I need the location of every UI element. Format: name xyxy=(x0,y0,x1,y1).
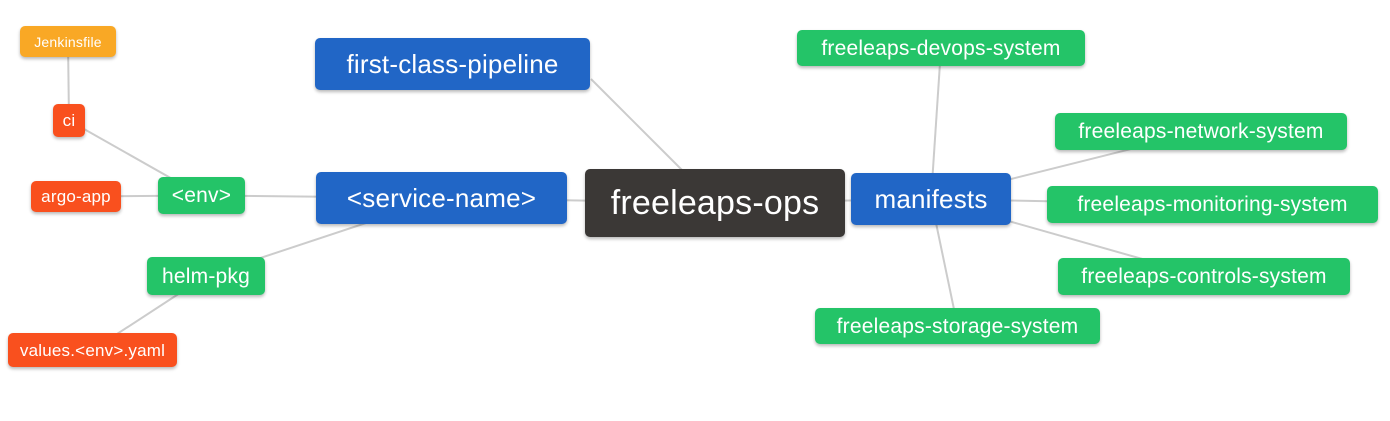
node-argo-app[interactable]: argo-app xyxy=(31,181,121,212)
node-controls-system[interactable]: freeleaps-controls-system xyxy=(1058,258,1350,295)
node-service-name[interactable]: <service-name> xyxy=(316,172,567,224)
node-jenkinsfile[interactable]: Jenkinsfile xyxy=(20,26,116,57)
node-env[interactable]: <env> xyxy=(158,177,245,214)
node-freeleaps-ops[interactable]: freeleaps-ops xyxy=(585,169,845,237)
node-monitoring-system[interactable]: freeleaps-monitoring-system xyxy=(1047,186,1378,223)
node-first-class-pipeline[interactable]: first-class-pipeline xyxy=(315,38,590,90)
node-manifests[interactable]: manifests xyxy=(851,173,1011,225)
node-values-env-yaml[interactable]: values.<env>.yaml xyxy=(8,333,177,367)
node-helm-pkg[interactable]: helm-pkg xyxy=(147,257,265,295)
node-storage-system[interactable]: freeleaps-storage-system xyxy=(815,308,1100,344)
node-network-system[interactable]: freeleaps-network-system xyxy=(1055,113,1347,150)
node-devops-system[interactable]: freeleaps-devops-system xyxy=(797,30,1085,66)
node-ci[interactable]: ci xyxy=(53,104,85,137)
